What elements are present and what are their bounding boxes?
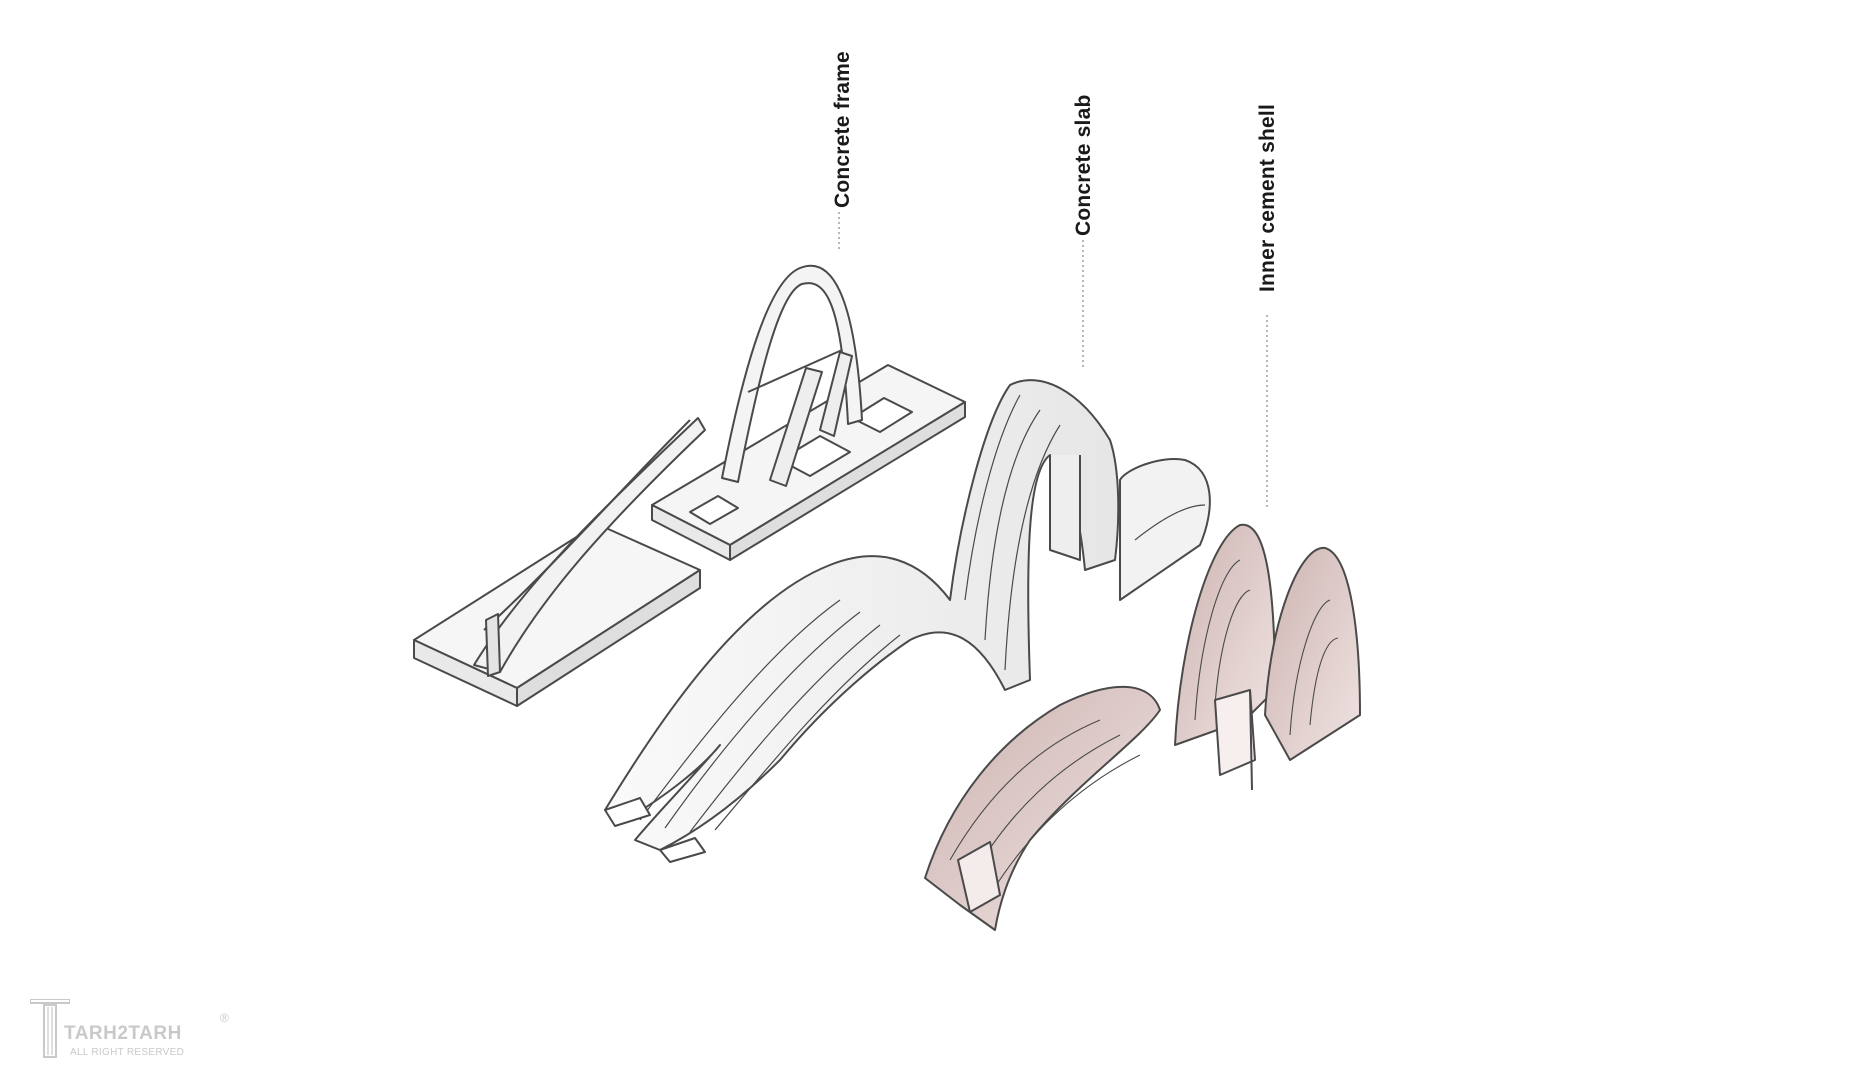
concrete-frame xyxy=(651,264,966,561)
watermark-logo: TARH2TARH ® ALL RIGHT RESERVED xyxy=(30,995,240,1065)
watermark-subtext: ALL RIGHT RESERVED xyxy=(70,1047,185,1058)
leader-lines xyxy=(838,212,1268,510)
label-concrete-slab: Concrete slab xyxy=(1072,94,1095,236)
concrete-slab xyxy=(604,379,1211,863)
pillar-icon xyxy=(30,999,70,1058)
base-plate-with-arm xyxy=(413,417,706,707)
watermark-registered-mark: ® xyxy=(220,1011,229,1025)
inner-cement-shell-upper xyxy=(1174,523,1361,791)
label-inner-cement-shell: Inner cement shell xyxy=(1256,104,1279,292)
label-concrete-frame: Concrete frame xyxy=(831,51,854,208)
watermark-brand: TARH2TARH xyxy=(64,1023,182,1044)
inner-cement-shell-lower xyxy=(924,685,1161,931)
